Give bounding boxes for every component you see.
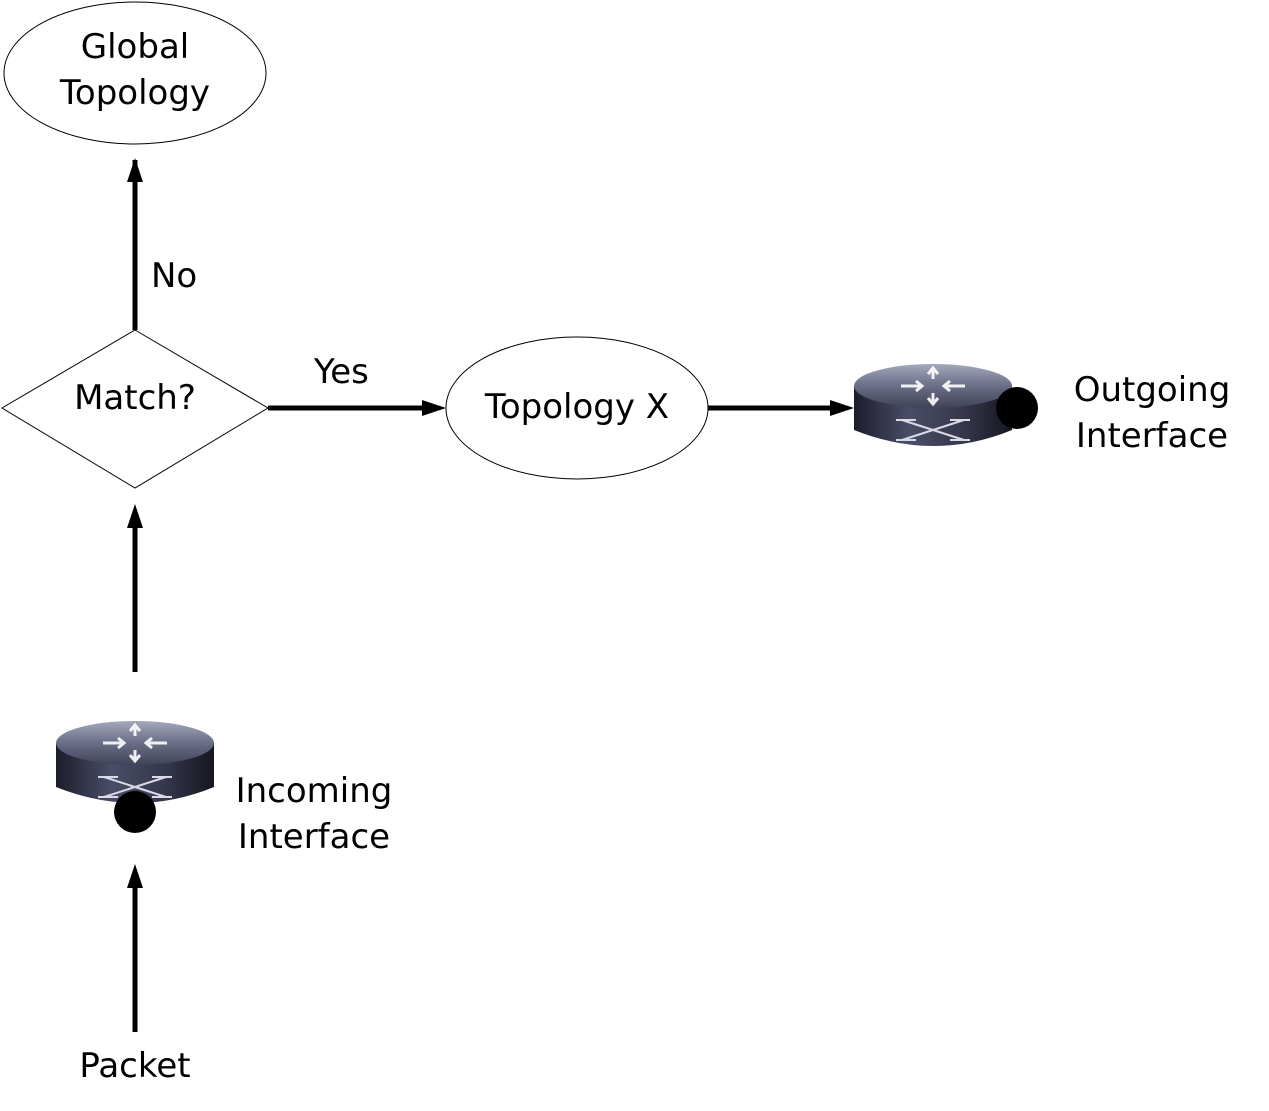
global-topology-line1: Global <box>80 27 190 67</box>
topology-x-label: Topology X <box>484 387 670 427</box>
incoming-to-match-arrowhead <box>127 504 143 528</box>
incoming-line2: Interface <box>237 817 391 857</box>
outgoing-port-dot <box>996 387 1038 429</box>
global-topology-node <box>3 1 267 145</box>
router-icon <box>854 364 1012 446</box>
incoming-line1: Incoming <box>235 771 393 811</box>
global-topology-line2: Topology <box>59 73 211 113</box>
outgoing-line2: Interface <box>1075 416 1229 456</box>
outgoing-line1: Outgoing <box>1073 370 1231 410</box>
global-topology-label: Global Topology <box>35 24 235 116</box>
forward-arrowhead <box>830 400 854 416</box>
router-icon <box>56 721 214 803</box>
outgoing-interface-label: Outgoing Interface <box>1052 367 1252 459</box>
edge-label-yes: Yes <box>314 352 369 392</box>
edge-label-no: No <box>151 256 198 296</box>
packet-label: Packet <box>79 1046 191 1086</box>
packet-arrowhead <box>127 864 143 888</box>
match-decision-node <box>1 329 269 489</box>
incoming-port-dot <box>114 791 156 833</box>
no-arrowhead <box>127 158 143 182</box>
yes-arrowhead <box>422 400 446 416</box>
match-label: Match? <box>74 378 196 418</box>
incoming-interface-label: Incoming Interface <box>214 768 414 860</box>
